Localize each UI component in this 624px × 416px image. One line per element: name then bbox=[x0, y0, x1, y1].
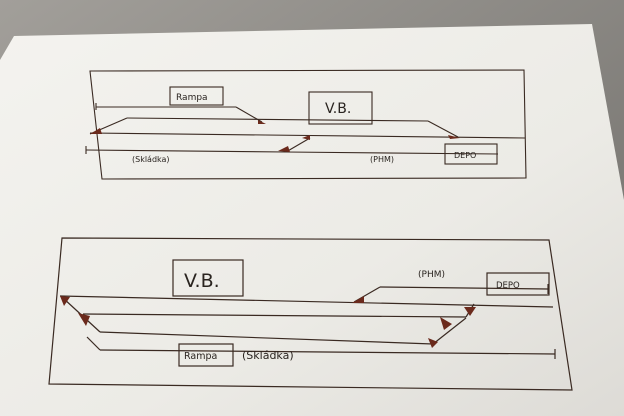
switch-marker bbox=[440, 317, 452, 330]
bottom-main-track bbox=[59, 295, 554, 308]
top-depo-box bbox=[444, 143, 498, 165]
bottom-vb-label: V.B. bbox=[184, 270, 220, 292]
bottom-lower-track bbox=[99, 331, 434, 345]
top-depo-label: DEPO bbox=[454, 151, 476, 160]
bottom-rampa-box bbox=[178, 343, 234, 367]
diagram-bottom-frame bbox=[48, 237, 573, 391]
top-vb-box bbox=[308, 91, 373, 125]
top-siding-upper bbox=[126, 117, 429, 122]
paper-sheet bbox=[0, 24, 624, 416]
bottom-middle-track bbox=[82, 313, 467, 318]
switch-marker bbox=[428, 338, 438, 348]
top-lower-switch bbox=[285, 137, 311, 153]
bottom-lower-switch bbox=[432, 317, 467, 345]
bottom-phm-label: (PHM) bbox=[418, 270, 445, 280]
switch-marker bbox=[78, 313, 90, 326]
top-rampa-box bbox=[169, 86, 224, 106]
switch-marker bbox=[352, 296, 364, 303]
bottom-switch-markers bbox=[60, 296, 476, 348]
bottom-phm-track bbox=[379, 286, 549, 290]
top-vb-label: V.B. bbox=[325, 101, 351, 117]
bottom-rampa-label: Rampa bbox=[184, 351, 217, 362]
top-switch-markers bbox=[90, 120, 460, 152]
bottom-depo-box bbox=[486, 272, 550, 296]
switch-marker bbox=[302, 135, 310, 140]
switch-marker bbox=[90, 128, 102, 134]
diagram-top-frame bbox=[89, 69, 527, 180]
switch-marker bbox=[278, 146, 290, 152]
bottom-skladka-label: (Skládka) bbox=[242, 349, 294, 362]
diagram-bottom bbox=[48, 237, 573, 391]
bottom-vb-box bbox=[172, 259, 244, 297]
bottom-bottom-track bbox=[99, 349, 556, 355]
top-siding-right-diagonal bbox=[427, 120, 459, 138]
switch-marker bbox=[258, 120, 266, 124]
top-phm-label: (PHM) bbox=[370, 155, 394, 164]
top-rampa-label: Rampa bbox=[176, 93, 208, 103]
switch-marker bbox=[60, 296, 70, 306]
switch-marker bbox=[464, 307, 476, 316]
switch-marker bbox=[448, 135, 460, 139]
top-lower-track-left bbox=[85, 149, 287, 153]
top-skladka-label: (Skládka) bbox=[132, 155, 170, 164]
top-lower-track-right bbox=[285, 151, 499, 155]
bottom-depo-label: DEPO bbox=[496, 281, 520, 291]
bottom-bottom-diagonal bbox=[86, 336, 101, 351]
